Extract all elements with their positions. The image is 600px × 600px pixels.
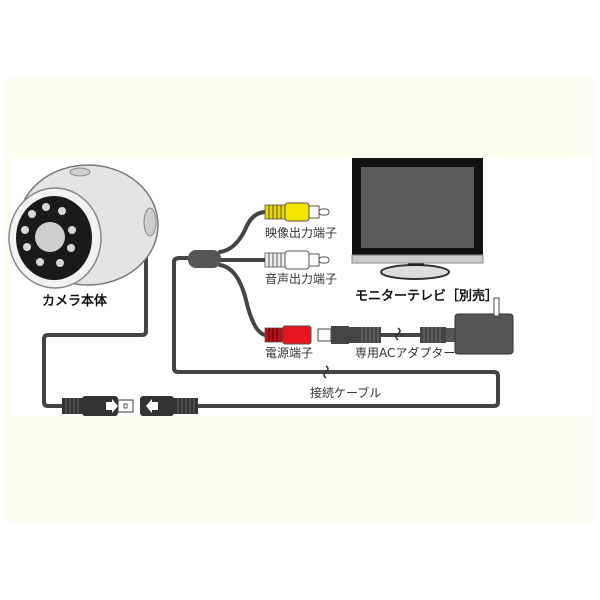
cable-splitter	[188, 250, 221, 268]
camera-lens	[35, 222, 65, 252]
connection-cable	[172, 256, 500, 408]
cable-label: 接続ケーブル	[310, 385, 381, 400]
arrow-right-icon	[106, 399, 118, 413]
cable-break-mark	[323, 365, 329, 379]
female-connector	[140, 396, 198, 416]
power-branch	[218, 263, 268, 337]
camera-label: カメラ本体	[42, 293, 108, 309]
cable-break-mark	[395, 327, 401, 341]
power-jack	[264, 325, 312, 345]
camera-body	[8, 164, 159, 289]
ac-adapter	[317, 297, 514, 355]
arrow-left-icon	[146, 399, 158, 413]
male-connector	[62, 396, 134, 416]
video-branch	[218, 210, 268, 254]
ac-adapter-label: 専用ACアダプター	[355, 345, 455, 360]
monitor-tv	[351, 158, 484, 280]
video-out-label: 映像出力端子	[265, 226, 337, 240]
monitor-label: モニターテレビ［別売］	[355, 288, 498, 304]
tv-screen	[361, 167, 474, 248]
audio-rca-plug	[264, 250, 330, 270]
video-rca-plug	[264, 202, 330, 222]
power-in-label: 電源端子	[265, 346, 313, 360]
audio-out-label: 音声出力端子	[265, 271, 337, 286]
